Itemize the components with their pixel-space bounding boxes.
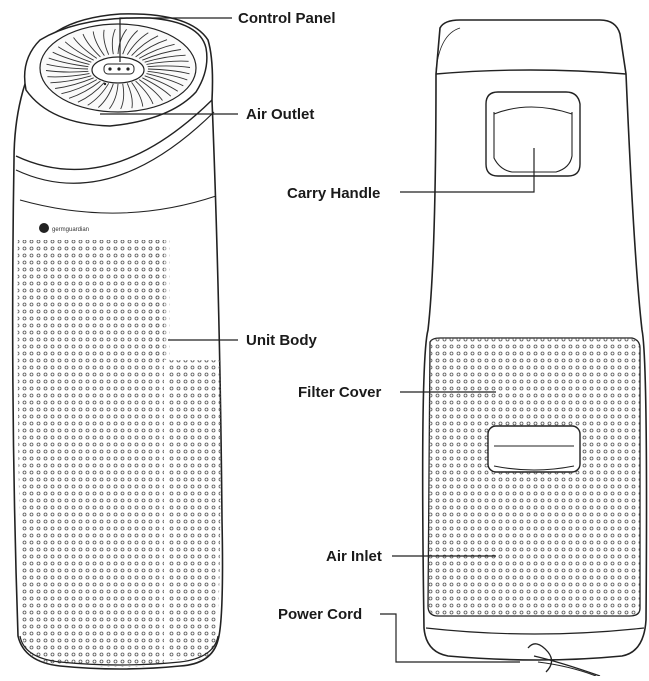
label-control-panel: Control Panel (238, 10, 336, 27)
label-filter-cover: Filter Cover (298, 384, 382, 401)
label-power-cord: Power Cord (278, 606, 362, 623)
label-unit-body: Unit Body (246, 332, 317, 349)
brand-logo-icon (39, 223, 49, 233)
brand-mark: germguardian (52, 227, 89, 233)
carry-handle (486, 92, 580, 176)
label-air-outlet: Air Outlet (246, 106, 314, 123)
filter-cover (426, 336, 642, 620)
label-air-inlet: Air Inlet (326, 548, 382, 565)
back-unit (423, 20, 647, 676)
front-unit: germguardian (13, 14, 228, 670)
label-carry-handle: Carry Handle (287, 185, 380, 202)
